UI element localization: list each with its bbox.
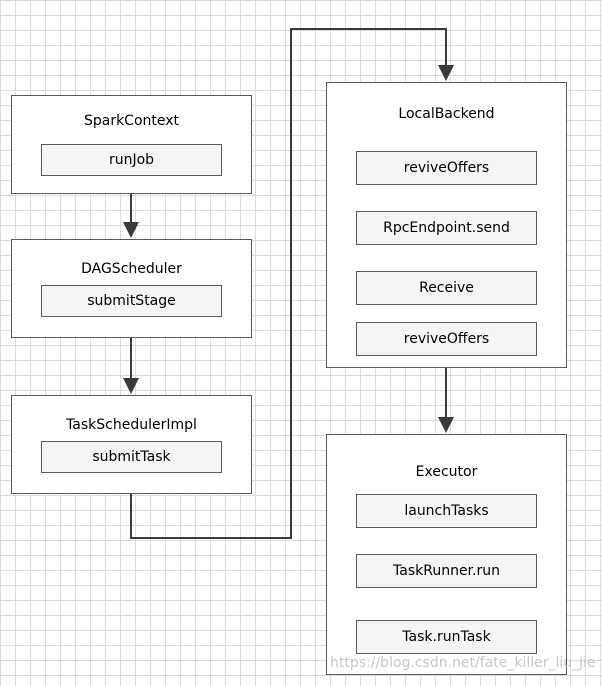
submit-task-box: submitTask <box>41 441 222 473</box>
task-scheduler-impl-title: TaskSchedulerImpl <box>66 417 197 433</box>
revive-offers-box: reviveOffers <box>356 151 537 185</box>
task-run-task-box: Task.runTask <box>356 620 537 654</box>
rpc-endpoint-send-box: RpcEndpoint.send <box>356 211 537 245</box>
revive-offers-box-2: reviveOffers <box>356 322 537 356</box>
spark-context-title: SparkContext <box>83 113 180 129</box>
local-backend-title: LocalBackend <box>398 106 495 122</box>
run-job-box: runJob <box>41 144 222 176</box>
local-backend-container: LocalBackend reviveOffers RpcEndpoint.se… <box>326 82 567 368</box>
task-scheduler-impl-container: TaskSchedulerImpl submitTask <box>11 395 252 494</box>
task-runner-run-box: TaskRunner.run <box>356 554 537 588</box>
executor-container: Executor launchTasks TaskRunner.run Task… <box>326 434 567 675</box>
dag-scheduler-container: DAGScheduler submitStage <box>11 239 252 338</box>
dag-scheduler-title: DAGScheduler <box>81 261 182 277</box>
watermark: https://blog.csdn.net/fate_killer_liu_ji… <box>330 655 596 671</box>
spark-context-container: SparkContext runJob <box>11 95 252 194</box>
receive-box: Receive <box>356 271 537 305</box>
launch-tasks-box: launchTasks <box>356 494 537 528</box>
submit-stage-box: submitStage <box>41 285 222 317</box>
executor-title: Executor <box>415 464 478 480</box>
